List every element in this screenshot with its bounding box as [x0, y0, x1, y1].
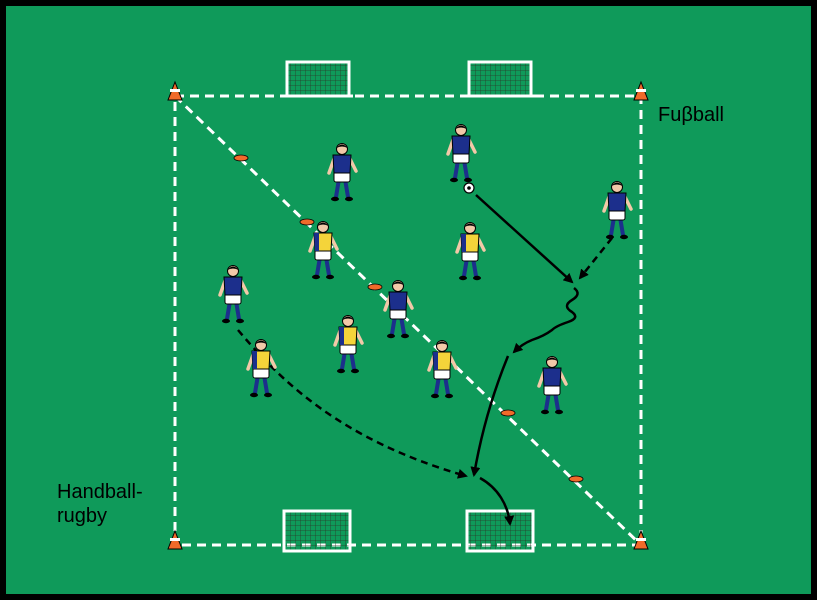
zone-label-fussball: Fuβball: [658, 104, 724, 126]
player-blue-6: [537, 356, 568, 415]
disc-cone-4: [500, 409, 516, 417]
disc-cone-1: [233, 154, 249, 162]
player-yellow-7: [308, 221, 339, 280]
goal-top-right: [465, 60, 535, 98]
run-arrow-dashed-right: [578, 237, 613, 280]
zone-label-line-1: Handball-: [57, 481, 143, 503]
player-blue-1: [327, 143, 358, 202]
goal-top-left: [283, 60, 353, 98]
dribble-arrow-wavy: [512, 287, 579, 354]
disc-cone-2: [299, 218, 315, 226]
corner-cone-top-right: [633, 80, 649, 101]
pass-arrow-down: [470, 355, 510, 477]
disc-cone-3: [367, 283, 383, 291]
shot-arrow-to-goal: [479, 476, 515, 526]
run-arrow-dashed-left: [237, 329, 468, 479]
player-yellow-9: [333, 315, 364, 374]
player-blue-4: [218, 265, 249, 324]
player-yellow-10: [427, 340, 458, 399]
corner-cone-bottom-right: [633, 529, 649, 550]
ball-icon: [463, 182, 475, 194]
diagonal-divider-line: [173, 94, 643, 547]
player-yellow-11: [455, 222, 486, 281]
player-yellow-8: [246, 339, 277, 398]
goal-bottom-right: [465, 509, 535, 553]
player-blue-3: [602, 181, 633, 240]
zone-label-handball-rugby: Handball- rugby: [57, 480, 177, 528]
zone-label-line-2: rugby: [57, 505, 108, 527]
players-layer: [218, 124, 633, 415]
corner-cone-top-left: [167, 80, 183, 101]
corner-cone-bottom-left: [167, 529, 183, 550]
pass-arrow-solid: [475, 194, 574, 284]
disc-cone-5: [568, 475, 584, 483]
goal-bottom-left: [282, 509, 352, 553]
playing-area-boundary: [173, 94, 643, 547]
player-blue-2: [446, 124, 477, 183]
player-blue-5: [383, 280, 414, 339]
